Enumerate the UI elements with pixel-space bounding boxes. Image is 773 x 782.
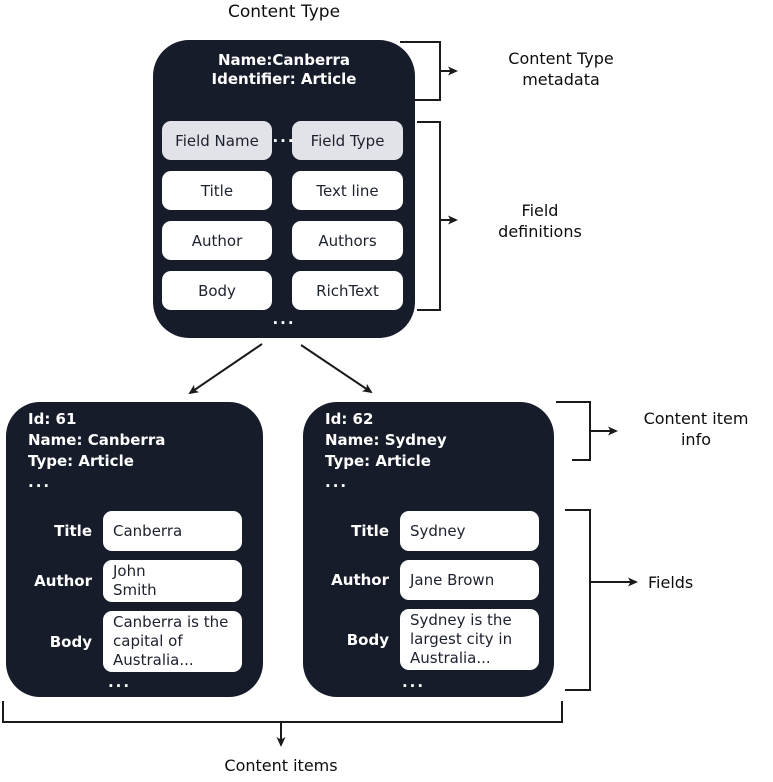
field-label: Body (49, 632, 92, 651)
item-type-line: Type: Article (28, 452, 134, 470)
content-item-box-canberra: Id: 61 Name: Canberra Type: Article ... … (6, 402, 263, 697)
field-name-chip: Body (162, 271, 272, 310)
content-type-metadata-label: Content Type metadata (508, 49, 614, 89)
diagram-title: Content Type (227, 2, 341, 22)
field-label: Title (54, 522, 92, 540)
field-name-chip: Title (162, 171, 272, 210)
bracket-content-items (2, 701, 563, 723)
item-name-line: Name: Canberra (28, 431, 166, 449)
item-bottom-ellipsis: ... (401, 673, 426, 691)
field-value-chip: John Smith (103, 560, 242, 602)
item-info-ellipsis: ... (28, 473, 52, 491)
field-value-chip: Sydney is the largest city in Australia.… (400, 609, 539, 670)
field-row-title: Title Canberra (26, 511, 242, 551)
content-type-box: Name:Canberra Identifier: Article ... Fi… (153, 40, 415, 338)
item-name-line: Name: Sydney (325, 431, 447, 449)
content-items-label: Content items (224, 756, 338, 775)
field-value-chip: Sydney (400, 511, 539, 551)
item-bottom-ellipsis: ... (107, 673, 132, 691)
field-value-chip: Canberra (103, 511, 242, 551)
content-type-ellipsis: ... (272, 128, 296, 146)
field-row-author: Author Jane Brown (323, 560, 539, 600)
field-type-chip: RichText (292, 271, 403, 310)
field-row-body: Body Sydney is the largest city in Austr… (323, 609, 539, 670)
content-item-fields: Title Sydney Author Jane Brown Body Sydn… (323, 511, 539, 679)
field-row-title: Title Sydney (323, 511, 539, 551)
item-info-ellipsis: ... (325, 473, 349, 491)
field-name-chip: Author (162, 221, 272, 260)
content-type-metadata-text: Name:Canberra Identifier: Article (211, 51, 357, 88)
content-item-info-block: Id: 61 Name: Canberra Type: Article ... (28, 409, 165, 493)
field-row-body: Body Canberra is the capital of Australi… (26, 611, 242, 672)
bracket-fields (565, 509, 591, 691)
field-definitions-table: Field Name Field Type Title Text line Au… (162, 121, 403, 310)
item-type-line: Type: Article (325, 452, 431, 470)
field-label: Author (331, 571, 389, 589)
item-id-line: Id: 61 (28, 410, 77, 428)
field-type-chip: Text line (292, 171, 403, 210)
field-name-header-chip: Field Name (162, 121, 272, 160)
content-item-fields: Title Canberra Author John Smith Body Ca… (26, 511, 242, 681)
field-type-chip: Authors (292, 221, 403, 260)
content-item-info-label: Content item info (643, 409, 749, 449)
field-label: Title (351, 522, 389, 540)
arrow-type-to-canberra (188, 343, 263, 395)
field-label: Body (346, 630, 389, 649)
content-item-info-block: Id: 62 Name: Sydney Type: Article ... (325, 409, 447, 493)
arrow-type-to-sydney (300, 344, 373, 394)
field-value-chip: Canberra is the capital of Australia... (103, 611, 242, 672)
fields-label: Fields (648, 573, 694, 592)
bracket-field-definitions (417, 121, 441, 311)
field-type-header-chip: Field Type (292, 121, 403, 160)
content-item-box-sydney: Id: 62 Name: Sydney Type: Article ... Ti… (303, 402, 554, 697)
field-label: Author (34, 572, 92, 590)
bracket-content-item-info (556, 401, 591, 461)
content-type-bottom-ellipsis: ... (272, 310, 296, 328)
field-definitions-label: Field definitions (498, 201, 582, 241)
item-id-line: Id: 62 (325, 410, 374, 428)
field-row-author: Author John Smith (26, 560, 242, 602)
field-value-chip: Jane Brown (400, 560, 539, 600)
